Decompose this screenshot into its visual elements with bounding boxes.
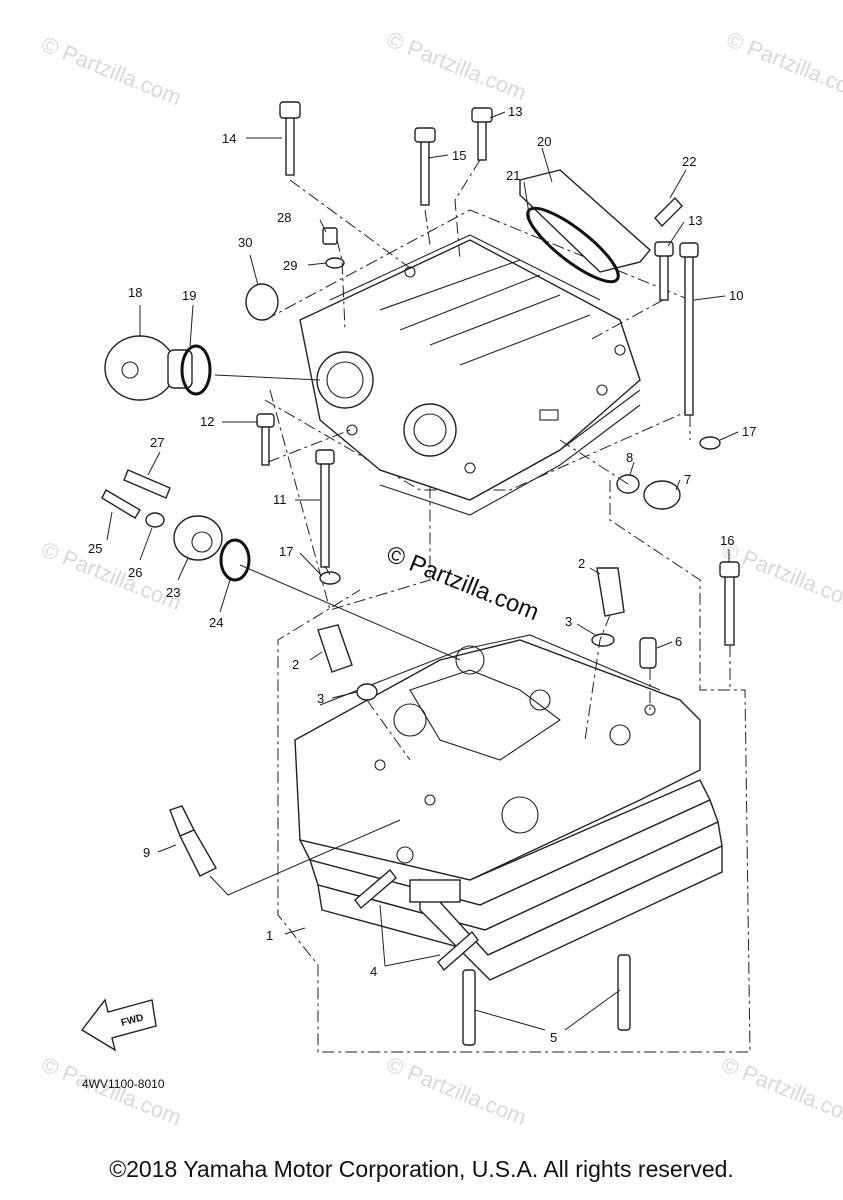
callout-6: 6 <box>675 634 682 649</box>
callout-10: 10 <box>729 288 743 303</box>
leader-lines <box>106 111 739 1031</box>
callout-21: 21 <box>506 168 520 183</box>
callout-24: 24 <box>209 615 223 630</box>
watermark-top-right: © Partzilla.com <box>723 26 843 105</box>
watermark-bottom-right: © Partzilla.com <box>718 1051 843 1130</box>
callout-23: 23 <box>166 585 180 600</box>
watermark-mid-left: © Partzilla.com <box>38 536 185 615</box>
callout-4: 4 <box>370 964 377 979</box>
callout-30: 30 <box>238 235 252 250</box>
callout-12: 12 <box>200 414 214 429</box>
callout-15: 15 <box>452 148 466 163</box>
callout-5: 5 <box>550 1030 557 1045</box>
callout-9: 9 <box>143 845 150 860</box>
callout-1: 1 <box>266 928 273 943</box>
callout-3-left: 3 <box>317 691 324 706</box>
callout-7: 7 <box>684 472 691 487</box>
cylinder-head-cover <box>299 234 641 516</box>
callout-13-top: 13 <box>508 104 522 119</box>
callout-13-right: 13 <box>688 213 702 228</box>
cylinder-head <box>294 634 723 981</box>
watermark-top-left: © Partzilla.com <box>38 31 185 110</box>
watermark-center: © Partzilla.com <box>383 541 543 627</box>
callout-19: 19 <box>182 288 196 303</box>
callout-18: 18 <box>128 285 142 300</box>
callout-3-right: 3 <box>565 614 572 629</box>
callout-17-right: 17 <box>742 424 756 439</box>
callout-28: 28 <box>277 210 291 225</box>
diagram-code: 4WV1100-8010 <box>82 1077 165 1091</box>
watermark-bottom-center: © Partzilla.com <box>383 1051 530 1130</box>
callout-2-left: 2 <box>292 657 299 672</box>
callout-17-left: 17 <box>279 544 293 559</box>
callout-16: 16 <box>720 533 734 548</box>
callout-22: 22 <box>682 154 696 169</box>
callout-27: 27 <box>150 435 164 450</box>
callout-2-right: 2 <box>578 556 585 571</box>
copyright-footer: ©2018 Yamaha Motor Corporation, U.S.A. A… <box>109 1156 734 1182</box>
callout-8: 8 <box>626 450 633 465</box>
callout-29: 29 <box>283 258 297 273</box>
callout-11: 11 <box>273 492 287 507</box>
callout-20: 20 <box>537 134 551 149</box>
callout-labels: 14 15 13 20 21 22 13 10 17 28 29 30 18 1… <box>88 104 756 1045</box>
watermark-top-center: © Partzilla.com <box>383 26 530 105</box>
callout-14: 14 <box>222 131 236 146</box>
callout-25: 25 <box>88 541 102 556</box>
callout-26: 26 <box>128 565 142 580</box>
